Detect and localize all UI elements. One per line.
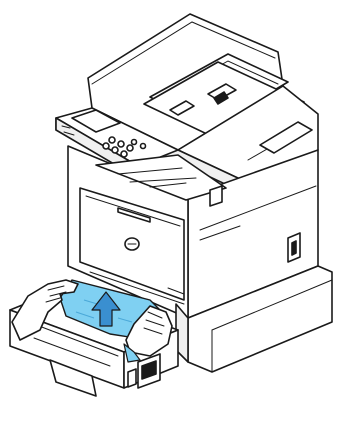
side-button[interactable] <box>210 186 222 206</box>
panel-button[interactable] <box>112 147 118 153</box>
panel-button[interactable] <box>118 141 124 147</box>
panel-button[interactable] <box>132 140 137 145</box>
panel-button[interactable] <box>103 143 109 149</box>
panel-button[interactable] <box>127 145 133 151</box>
panel-button[interactable] <box>121 151 127 157</box>
panel-button[interactable] <box>109 137 115 143</box>
panel-button[interactable] <box>141 144 146 149</box>
